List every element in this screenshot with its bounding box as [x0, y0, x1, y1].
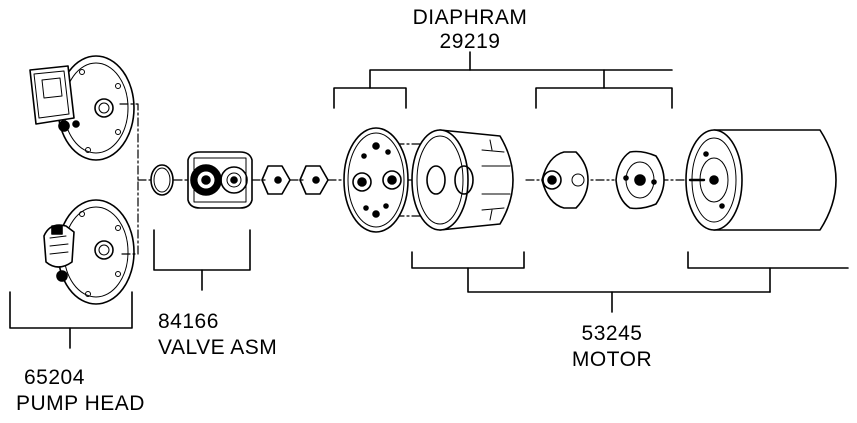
valve-asm-name-label: VALVE ASM	[158, 336, 278, 359]
diaphram-name-label: DIAPHRAM	[412, 6, 528, 29]
valve-body	[187, 151, 253, 209]
bracket-diaphram	[333, 51, 673, 109]
motor-bearing-plate	[615, 150, 665, 210]
motor-wobble-plate	[541, 151, 589, 209]
motor-body	[685, 129, 837, 231]
bracket-pump-head	[9, 291, 133, 349]
diaphram-number-label: 29219	[439, 30, 501, 53]
pump-head-top-view	[29, 55, 135, 161]
bracket-valve-asm	[153, 229, 251, 291]
valve-disc-2	[299, 165, 329, 195]
valve-asm-number-label: 84166	[158, 310, 219, 333]
pump-head-name-label: PUMP HEAD	[16, 392, 145, 415]
motor-name-label: MOTOR	[571, 348, 653, 371]
diaphram-housing	[411, 129, 514, 231]
valve-o-ring	[150, 164, 174, 196]
motor-number-label: 53245	[581, 322, 643, 345]
pump-head-bottom-view	[43, 199, 135, 305]
pump-head-number-label: 65204	[24, 366, 85, 389]
valve-disc-1	[261, 165, 291, 195]
diaphram-plate	[343, 127, 409, 233]
bracket-motor	[411, 251, 849, 313]
